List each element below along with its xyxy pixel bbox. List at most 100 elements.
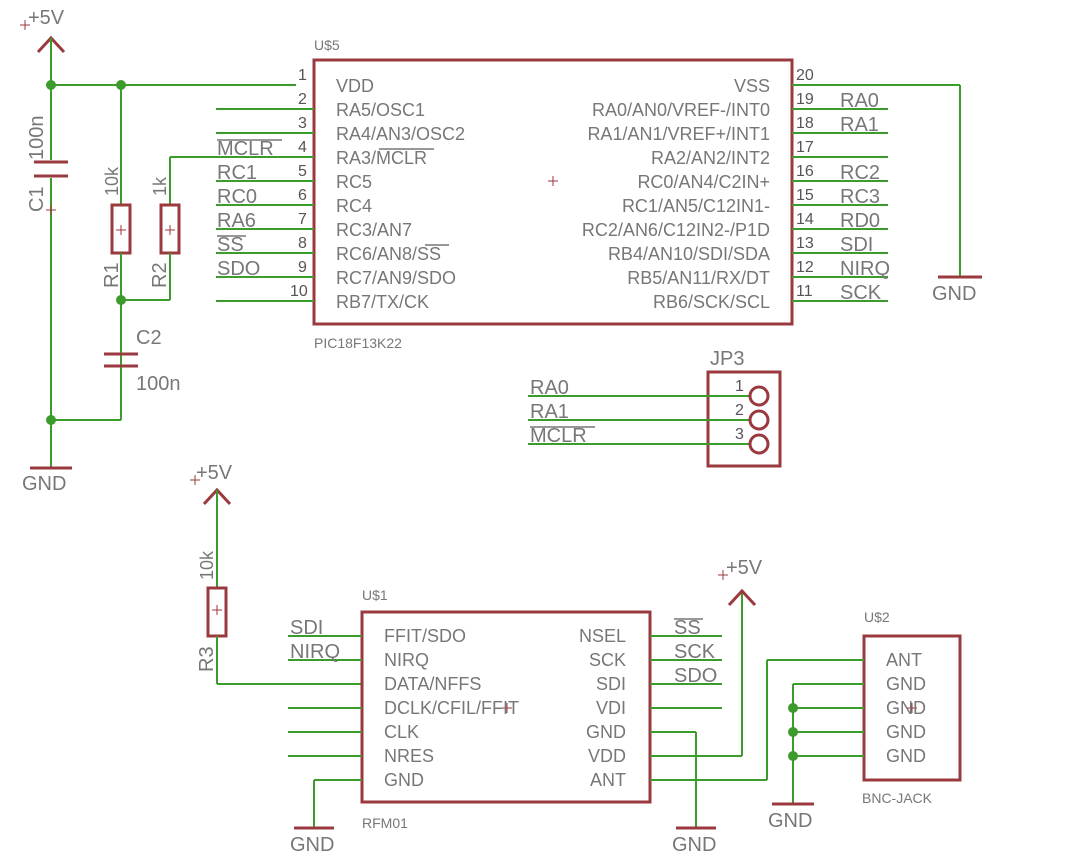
r3-name: R3 [196,646,218,672]
gnd-label-2: GND [932,283,976,305]
u5-pin-label: RC1/AN5/C12IN1- [622,196,770,216]
u2-connector: U$2 BNC-JACK GND ANT GND GND GND GND [766,609,962,832]
u5-pin-label: RB6/SCK/SCL [653,292,770,312]
u2-pin-label: GND [886,722,926,742]
net-label: RA0 [840,90,879,112]
u2-pin-label: ANT [886,650,922,670]
gnd-label-4: GND [672,834,716,856]
c1-value: 100n [26,116,48,161]
u5-pin-num: 1 [298,67,307,84]
u5-pin-label: RA2/AN2/INT2 [651,148,770,168]
u1-pin-label: NRES [384,746,434,766]
u5-pin-num: 18 [796,115,814,132]
u1-pin-label: ANT [590,770,626,790]
u5-pin-num: 16 [796,163,814,180]
net-label: SDO [217,258,260,280]
r2-value: 1k [150,176,170,196]
u1-pin-label: CLK [384,722,419,742]
r1-value: 10k [102,166,122,196]
u1-pin-label: FFIT/SDO [384,626,466,646]
u5-pin-label: RA3/MCLR [336,148,427,168]
jp3-name: JP3 [710,348,744,370]
r3-value: 10k [197,550,217,580]
u1-pin-label: NIRQ [384,650,429,670]
u5-pin-num: 4 [298,139,307,156]
u5-name: U$5 [314,37,340,53]
u1-pin-label: SCK [589,650,626,670]
u5-pin-label: RA4/AN3/OSC2 [336,124,465,144]
net-label: MCLR [530,425,587,447]
net-label: RA0 [530,377,569,399]
net-label: SDO [674,665,717,687]
u1-pin-label: VDI [596,698,626,718]
net-label: SS [217,234,244,256]
gnd-label-1: GND [22,473,66,495]
u5-pin-num: 20 [796,67,814,84]
vcc-label-2: +5V [196,462,233,484]
u1-pin-label: DCLK/CFIL/FFIT [384,698,519,718]
net-label: SCK [674,641,716,663]
net-label: SCK [840,282,882,304]
u1-chip: U$1 RFM01 GND GND +5V FFIT/SDO NIRQ DATA… [288,557,767,856]
r3-section: +5V 10k R3 [190,462,362,685]
c2-value: 100n [136,373,181,395]
net-label: RD0 [840,210,880,232]
u1-name: U$1 [362,587,388,603]
net-label: MCLR [217,138,274,160]
r2-name: R2 [149,262,171,288]
r1-name: R1 [101,262,123,288]
u5-pin-label: VSS [734,76,770,96]
u1-value: RFM01 [362,815,408,831]
u5-pin-num: 11 [796,283,813,300]
u5-pin-num: 8 [298,235,307,252]
u2-pin-label: GND [886,674,926,694]
c1-name: C1 [26,186,48,212]
u5-pin-num: 6 [298,187,307,204]
u5-pin-label: RC7/AN9/SDO [336,268,456,288]
net-label: SS [674,617,701,639]
u5-pin-num: 7 [298,211,307,228]
u5-pin-label: RC0/AN4/C2IN+ [637,172,770,192]
vcc-label-3: +5V [726,557,763,579]
u5-pin-num: 10 [290,283,308,300]
u2-pin-label: GND [886,746,926,766]
u5-pin-label: RC4 [336,196,372,216]
net-label: SDI [290,617,323,639]
u5-pin-num: 14 [796,211,814,228]
jp3-header: JP3 1 2 3 RA0 RA1 MCLR [528,348,782,468]
jp3-pin-num: 1 [735,378,744,395]
net-label: RA1 [530,401,569,423]
u5-value: PIC18F13K22 [314,335,402,351]
net-label: RC2 [840,162,880,184]
jp3-pin-num: 3 [735,426,744,443]
u2-value: BNC-JACK [862,790,933,806]
gnd-label-3: GND [290,834,334,856]
vcc-label-1: +5V [28,7,65,29]
u5-pin-label: RB5/AN11/RX/DT [627,268,770,288]
u5-pin-label: RA5/OSC1 [336,100,425,120]
u2-pin-label: GND [886,698,926,718]
net-label: NIRQ [290,641,340,663]
u5-pin-num: 12 [796,259,814,276]
u5-pin-num: 3 [298,115,307,132]
u5-pin-label: RC6/AN8/SS [336,244,441,264]
net-label: RC0 [217,186,257,208]
u1-pin-label: GND [586,722,626,742]
u5-pin-num: 2 [298,91,307,108]
u5-pin-label: RB4/AN10/SDI/SDA [608,244,770,264]
u5-body [312,58,794,326]
u1-pin-label: DATA/NFFS [384,674,481,694]
net-label: RA1 [840,114,879,136]
u2-name: U$2 [864,609,890,625]
c2-name: C2 [136,327,162,349]
u5-pin-num: 15 [796,187,814,204]
net-label: SDI [840,234,873,256]
net-label: RC1 [217,162,257,184]
u5-pin-label: RC5 [336,172,372,192]
gnd-label-5: GND [768,810,812,832]
u5-pin-num: 5 [298,163,307,180]
u1-pin-label: VDD [588,746,626,766]
u1-pin-label: NSEL [579,626,626,646]
u5-pin-label: VDD [336,76,374,96]
